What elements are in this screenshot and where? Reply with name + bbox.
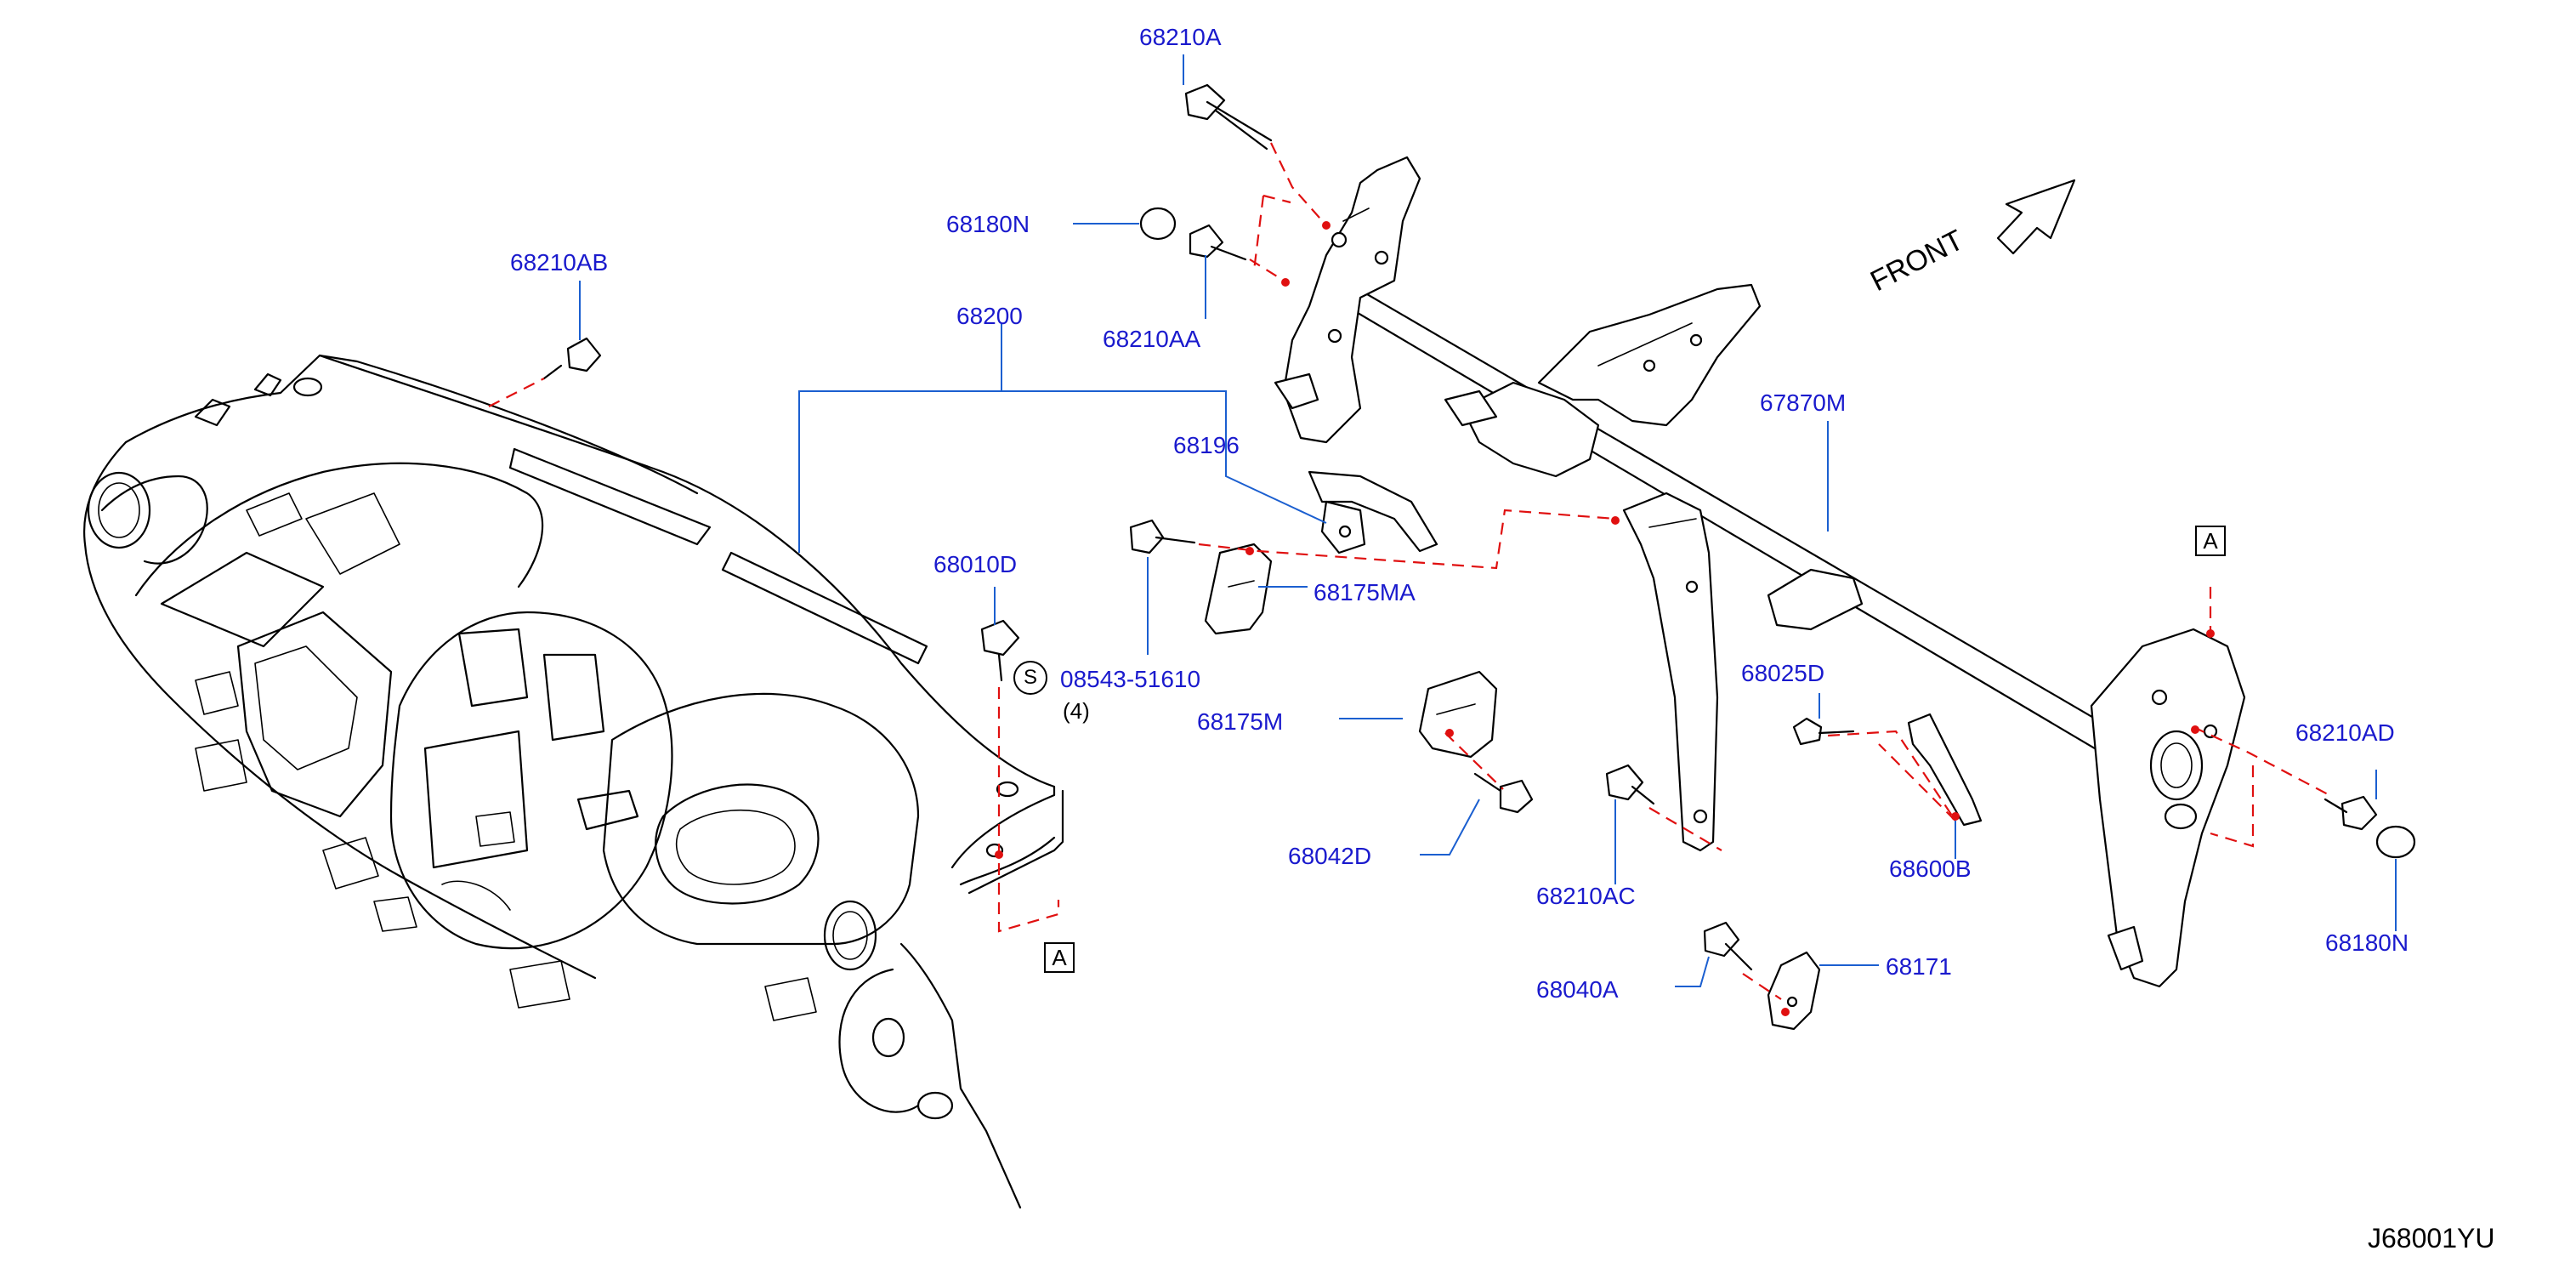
label-68210ad[interactable]: 68210AD xyxy=(2295,719,2395,746)
steering-member xyxy=(1274,156,2246,988)
label-68175m[interactable]: 68175M xyxy=(1197,708,1284,735)
label-68200[interactable]: 68200 xyxy=(956,303,1023,329)
label-68175ma[interactable]: 68175MA xyxy=(1314,579,1416,605)
label-68042d[interactable]: 68042D xyxy=(1288,843,1372,869)
label-68196[interactable]: 68196 xyxy=(1173,432,1240,458)
dashed-links xyxy=(488,142,2330,1016)
label-68010d[interactable]: 68010D xyxy=(933,551,1018,577)
leader-lines xyxy=(579,54,2397,987)
label-68171[interactable]: 68171 xyxy=(1886,953,1952,980)
label-68180n-top[interactable]: 68180N xyxy=(946,211,1030,237)
quantity-note: (4) xyxy=(1063,698,1090,724)
label-68210ac[interactable]: 68210AC xyxy=(1536,883,1636,909)
label-08543-51610[interactable]: 08543-51610 xyxy=(1060,666,1201,692)
ref-marker-a-left: A xyxy=(1044,942,1075,973)
label-68025d[interactable]: 68025D xyxy=(1741,660,1825,686)
instrument-panel xyxy=(83,354,1064,1209)
label-68600b[interactable]: 68600B xyxy=(1889,856,1972,882)
label-67870m[interactable]: 67870M xyxy=(1760,389,1847,416)
ref-marker-a-right: A xyxy=(2195,526,2226,556)
label-68180n-right[interactable]: 68180N xyxy=(2325,929,2409,956)
diagram-code: J68001YU xyxy=(2368,1223,2495,1253)
standard-part-symbol: S xyxy=(1013,661,1047,695)
label-68040a[interactable]: 68040A xyxy=(1536,976,1619,1003)
label-68210ab[interactable]: 68210AB xyxy=(510,249,609,276)
label-68210aa[interactable]: 68210AA xyxy=(1103,326,1201,352)
label-68210a[interactable]: 68210A xyxy=(1139,24,1222,50)
fasteners xyxy=(542,83,2416,1031)
